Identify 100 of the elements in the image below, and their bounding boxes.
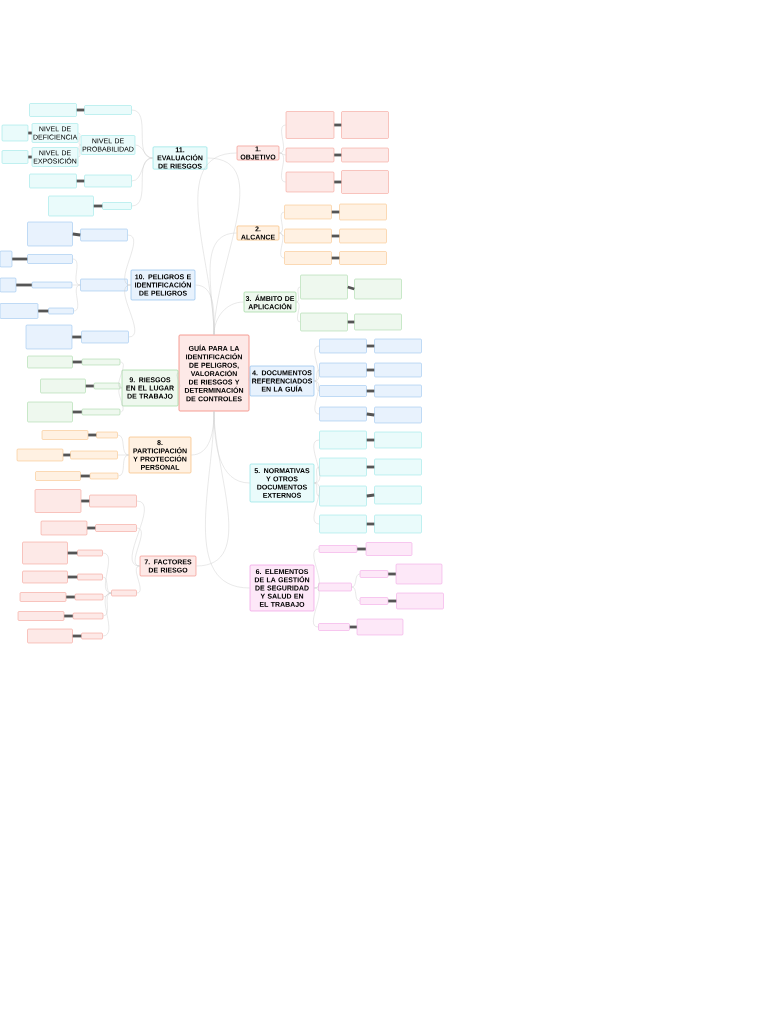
connector-line	[131, 500, 145, 567]
subtopic-box	[27, 254, 73, 264]
subtopic-box	[284, 204, 332, 220]
connector-line	[313, 439, 321, 484]
connector-line	[28, 131, 32, 135]
detail-box	[1, 124, 29, 142]
detail-box	[356, 618, 404, 636]
connector-line	[118, 361, 124, 389]
connector-line	[313, 482, 320, 525]
subtopic-box	[72, 612, 104, 620]
detail-box	[35, 471, 81, 481]
subtopic-box	[81, 330, 129, 344]
connector-line	[296, 301, 301, 323]
subtopic-box	[319, 457, 367, 477]
subtopic-box	[285, 147, 335, 163]
detail-box	[374, 431, 422, 449]
detail-box	[374, 458, 422, 476]
connector-line	[279, 152, 286, 183]
connector-line	[331, 210, 340, 214]
detail-box	[395, 563, 443, 585]
connector-line	[118, 387, 124, 413]
connector-line	[80, 474, 90, 478]
connector-line	[366, 465, 375, 469]
detail-box	[16, 448, 64, 462]
connector-line	[248, 372, 251, 382]
connector-line	[135, 144, 153, 159]
connector-line	[66, 595, 75, 599]
connector-line	[347, 320, 355, 324]
connector-line	[88, 433, 97, 437]
connector-line	[366, 368, 375, 372]
detail-box	[0, 250, 13, 268]
connector-line	[131, 157, 153, 207]
detail-box	[341, 111, 389, 139]
connector-line	[296, 286, 301, 303]
connector-line	[331, 234, 340, 238]
detail-box	[40, 378, 86, 394]
connector-line	[102, 552, 112, 594]
detail-box	[19, 592, 67, 602]
connector-line	[102, 592, 112, 637]
connector-line	[72, 410, 82, 414]
connector-line	[72, 634, 82, 638]
detail-box	[17, 611, 65, 621]
detail-box	[0, 277, 17, 293]
connector-line	[73, 284, 81, 312]
subtopic-box	[319, 430, 367, 450]
connector-line	[28, 155, 32, 159]
subtopic-box	[319, 338, 367, 354]
subtopic-box	[300, 274, 348, 300]
subtopic-box	[81, 632, 103, 640]
connector-line	[313, 587, 320, 628]
connector-line	[314, 369, 320, 382]
subtopic-box	[81, 358, 121, 366]
subtopic-box	[285, 111, 335, 139]
subtopic-box	[319, 406, 367, 422]
connector-line	[67, 551, 78, 555]
detail-box	[40, 520, 88, 536]
connector-line	[314, 482, 320, 497]
detail-box	[25, 324, 73, 350]
subtopic-box	[84, 174, 132, 188]
subtopic-box	[319, 514, 367, 534]
connector-line	[366, 438, 375, 442]
connector-line	[388, 572, 396, 576]
detail-box	[341, 170, 389, 194]
connector-line	[351, 586, 360, 602]
connector-line	[63, 453, 71, 457]
connector-line	[117, 434, 129, 456]
subtopic-box	[48, 307, 74, 315]
connector-line	[314, 345, 320, 382]
connector-line	[357, 547, 366, 551]
subtopic-box	[77, 573, 103, 581]
connector-line	[388, 599, 397, 603]
detail-box	[374, 338, 422, 354]
subtopic-box	[31, 281, 73, 289]
subtopic-box	[319, 385, 367, 397]
subtopic-box	[84, 105, 132, 115]
subtopic-box	[80, 278, 128, 292]
detail-box	[365, 542, 413, 556]
connector-line	[366, 412, 375, 417]
connector-line	[195, 284, 215, 335]
subtopic-box	[284, 251, 332, 265]
detail-box	[29, 173, 77, 189]
detail-box	[29, 103, 77, 117]
subtopic-box	[80, 228, 128, 242]
connector-line	[72, 232, 81, 237]
connector-line	[314, 466, 320, 484]
subtopic-box	[318, 545, 358, 553]
subtopic-box	[70, 450, 118, 460]
subtopic-box	[93, 382, 121, 390]
connector-line	[93, 204, 103, 208]
detail-box	[354, 278, 402, 300]
connector-line	[366, 522, 375, 526]
connector-line	[176, 372, 181, 389]
detail-box	[34, 489, 82, 513]
detail-box	[27, 221, 73, 247]
detail-box	[374, 514, 422, 534]
connector-line	[313, 548, 320, 589]
connector-line	[85, 384, 94, 388]
detail-box	[1, 150, 29, 164]
connector-line	[314, 380, 320, 392]
detail-box	[41, 430, 89, 440]
